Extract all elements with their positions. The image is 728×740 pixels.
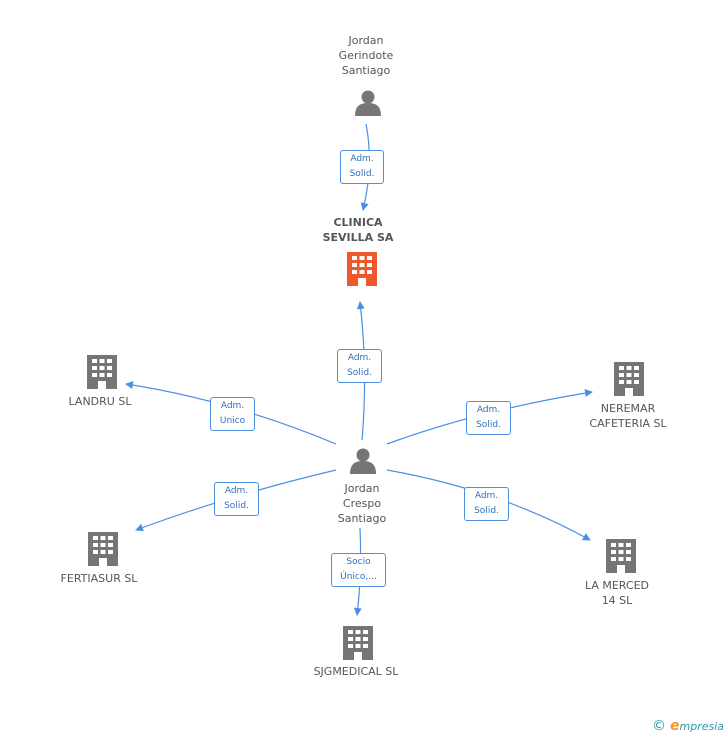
- person-icon[interactable]: [350, 448, 376, 475]
- edge-label-line: Único,...: [340, 572, 377, 582]
- building-icon[interactable]: [87, 355, 117, 389]
- node-label-fertiasur[interactable]: FERTIASUR SL: [49, 571, 149, 586]
- edge-label-line: Adm.: [347, 353, 372, 363]
- building-icon[interactable]: [347, 252, 377, 286]
- footer-brand[interactable]: ©empresia: [652, 718, 724, 734]
- brand-name: mpresia: [679, 720, 724, 733]
- edge-label-line: Adm.: [220, 401, 245, 411]
- label-line: SEVILLA SA: [322, 231, 394, 244]
- node-label-landru[interactable]: LANDRU SL: [50, 394, 150, 409]
- label-line: Santiago: [341, 64, 391, 77]
- edge-label-crespo-sjgmedical[interactable]: Socio Único,...: [331, 553, 386, 587]
- edge-label-line: Solid.: [349, 169, 375, 179]
- edge-label-crespo-merced[interactable]: Adm. Solid.: [464, 487, 509, 521]
- label-line: CLINICA: [333, 216, 383, 229]
- label-line: LA MERCED: [584, 579, 650, 592]
- edge-label-crespo-neremar[interactable]: Adm. Solid.: [466, 401, 511, 435]
- label-line: Jordan: [348, 34, 384, 47]
- label-line: Santiago: [337, 512, 387, 525]
- label-line: FERTIASUR SL: [60, 572, 138, 585]
- edge-label-line: Adm.: [350, 154, 374, 164]
- edge-label-line: Adm.: [224, 486, 249, 496]
- edge-label-crespo-fertiasur[interactable]: Adm. Solid.: [214, 482, 259, 516]
- label-line: SJGMEDICAL SL: [313, 665, 399, 678]
- node-label-neremar[interactable]: NEREMAR CAFETERIA SL: [578, 401, 678, 431]
- edge-label-line: Solid.: [476, 420, 501, 430]
- edge-label-line: Solid.: [474, 506, 499, 516]
- edge-label-crespo-landru[interactable]: Adm. Unico: [210, 397, 255, 431]
- brand-e: e: [669, 718, 680, 734]
- label-line: Gerindote: [338, 49, 394, 62]
- label-line: NEREMAR: [600, 402, 656, 415]
- edge-label-line: Unico: [219, 416, 246, 426]
- edge-label-line: Socio: [346, 557, 371, 567]
- label-line: 14 SL: [601, 594, 633, 607]
- edge-label-crespo-clinica[interactable]: Adm. Solid.: [337, 349, 382, 383]
- label-line: LANDRU SL: [68, 395, 132, 408]
- label-line: CAFETERIA SL: [589, 417, 667, 430]
- node-label-clinica[interactable]: CLINICA SEVILLA SA: [308, 215, 408, 245]
- node-label-sjgmedical[interactable]: SJGMEDICAL SL: [306, 664, 406, 679]
- node-label-la-merced[interactable]: LA MERCED 14 SL: [567, 578, 667, 608]
- edge-label-line: Solid.: [224, 501, 249, 511]
- building-icon[interactable]: [614, 362, 644, 396]
- node-label-jordan-gerindote[interactable]: Jordan Gerindote Santiago: [316, 33, 416, 78]
- edge-label-line: Adm.: [476, 405, 501, 415]
- label-line: Crespo: [342, 497, 382, 510]
- building-icon[interactable]: [343, 626, 373, 660]
- label-line: Jordan: [344, 482, 380, 495]
- node-label-jordan-crespo[interactable]: Jordan Crespo Santiago: [312, 481, 412, 526]
- edge-label-line: Adm.: [474, 491, 499, 501]
- copyright-icon: ©: [651, 718, 666, 734]
- edge-label-gerindote-clinica[interactable]: Adm. Solid.: [340, 150, 384, 184]
- building-icon[interactable]: [606, 539, 636, 573]
- building-icon[interactable]: [88, 532, 118, 566]
- person-icon[interactable]: [355, 90, 381, 117]
- edge-label-line: Solid.: [347, 368, 372, 378]
